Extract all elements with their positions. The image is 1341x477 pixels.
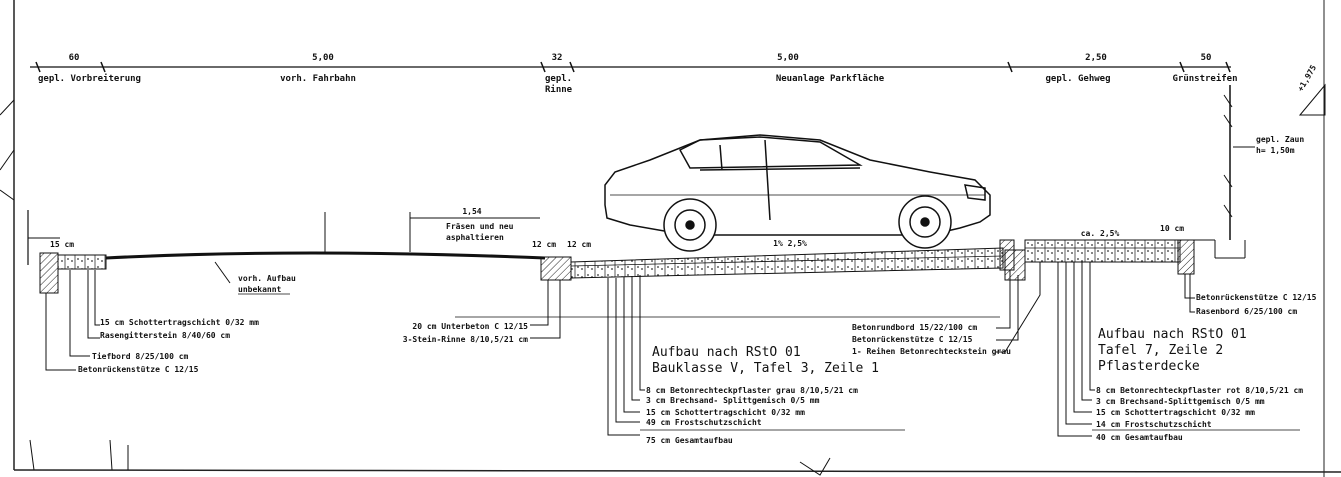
dim-value-gehweg: 2,50 bbox=[1085, 53, 1107, 63]
left-curb: 15 cm bbox=[27, 210, 107, 294]
middle-curb-notes: Betonrundbord 15/22/100 cm Betonrückenst… bbox=[852, 262, 1041, 356]
left-note-4: Betonrückenstütze C 12/15 bbox=[78, 365, 199, 374]
left-note-3: Tiefbord 8/25/100 cm bbox=[92, 351, 189, 361]
dim-label-vorbreiterung: gepl. Vorbreiterung bbox=[38, 73, 141, 84]
walk-buildup: Aufbau nach RStO 01 Tafel 7, Zeile 2 Pfl… bbox=[1057, 262, 1303, 442]
park-build-title-1: Aufbau nach RStO 01 bbox=[652, 345, 801, 360]
walk-layer-1: 8 cm Betonrechteckpflaster rot 8/10,5/21… bbox=[1096, 386, 1303, 395]
walk-build-title-2: Tafel 7, Zeile 2 bbox=[1098, 343, 1223, 358]
dim-label-gruenstreifen: Grünstreifen bbox=[1172, 73, 1237, 84]
walk-build-title-3: Pflasterdecke bbox=[1098, 359, 1200, 374]
middle-curb-note-1: Betonrundbord 15/22/100 cm bbox=[852, 323, 977, 332]
left-notes: 15 cm Schottertragschicht 0/32 mm Raseng… bbox=[45, 270, 259, 374]
dim-value-fahrbahn: 5,00 bbox=[312, 53, 334, 63]
fraesen-label-1: Fräsen und neu bbox=[446, 222, 514, 231]
park-layer-3: 15 cm Schottertragschicht 0/32 mm bbox=[646, 407, 805, 417]
middle-curb bbox=[999, 239, 1026, 281]
fence-label-2: h= 1,50m bbox=[1256, 146, 1295, 155]
existing-surface-label-1: vorh. Aufbau bbox=[238, 274, 296, 283]
park-layer-4: 49 cm Frostschutzschicht bbox=[646, 417, 762, 427]
dim-value-rinne: 32 bbox=[552, 53, 563, 63]
top-dimension-line: 60 5,00 32 5,00 2,50 50 gepl. Vorbreiter… bbox=[30, 53, 1238, 95]
right-curb-note-1: Betonrückenstütze C 12/15 bbox=[1196, 293, 1317, 302]
walk-layer-2: 3 cm Brechsand-Splittgemisch 0/5 mm bbox=[1096, 396, 1265, 406]
dim-left-curb: 15 cm bbox=[50, 240, 74, 249]
existing-road: vorh. Aufbau unbekannt bbox=[105, 212, 546, 295]
dim-label-parkflaeche: Neuanlage Parkfläche bbox=[776, 74, 885, 84]
park-layer-5: 75 cm Gesamtaufbau bbox=[646, 436, 733, 445]
dim-label-fahrbahn: vorh. Fahrbahn bbox=[280, 74, 356, 84]
walk-layer-4: 14 cm Frostschutzschicht bbox=[1096, 419, 1212, 429]
existing-surface-label-2: unbekannt bbox=[238, 285, 282, 294]
middle-curb-note-3: 1- Reihen Betonrechteckstein grau bbox=[852, 346, 1011, 356]
fraesen-label-2: asphaltieren bbox=[446, 232, 504, 242]
dim-value-vorbreiterung: 60 bbox=[69, 53, 80, 63]
right-curb bbox=[1177, 239, 1246, 275]
dim-walk-curb: 10 cm bbox=[1160, 224, 1184, 233]
fraesen-dimension: 1,54 Fräsen und neu asphaltieren bbox=[409, 207, 540, 252]
walk-slope: ca. 2,5% bbox=[1081, 229, 1120, 238]
fence: gepl. Zaun h= 1,50m +1,975 bbox=[1223, 63, 1326, 240]
corner-mark: +1,975 bbox=[1296, 63, 1318, 93]
dim-label-gehweg: gepl. Gehweg bbox=[1045, 74, 1110, 84]
walk-layer-5: 40 cm Gesamtaufbau bbox=[1096, 433, 1183, 442]
car-illustration bbox=[604, 134, 991, 252]
walk-layer-3: 15 cm Schottertragschicht 0/32 mm bbox=[1096, 407, 1255, 417]
right-curb-notes: Betonrückenstütze C 12/15 Rasenbord 6/25… bbox=[1184, 274, 1317, 316]
right-curb-note-2: Rasenbord 6/25/100 cm bbox=[1196, 307, 1297, 316]
left-note-1: 15 cm Schottertragschicht 0/32 mm bbox=[100, 317, 259, 327]
rinne-notes: 20 cm Unterbeton C 12/15 3-Stein-Rinne 8… bbox=[403, 280, 1000, 344]
dim-value-parkflaeche: 5,00 bbox=[777, 53, 799, 63]
rinne-note-2: 3-Stein-Rinne 8/10,5/21 cm bbox=[403, 334, 528, 344]
fence-label-1: gepl. Zaun bbox=[1256, 135, 1304, 144]
park-layer-2: 3 cm Brechsand- Splittgemisch 0/5 mm bbox=[646, 395, 820, 405]
dim-label-rinne-1: gepl. bbox=[545, 74, 572, 84]
walkway: ca. 2,5% 10 cm bbox=[1024, 224, 1184, 263]
rinne-note-1: 20 cm Unterbeton C 12/15 bbox=[412, 322, 528, 331]
left-note-2: Rasengitterstein 8/40/60 cm bbox=[100, 330, 230, 340]
dim-rinne-left: 12 cm bbox=[532, 240, 556, 249]
dim-label-rinne-2: Rinne bbox=[545, 84, 573, 95]
parking-buildup: Aufbau nach RStO 01 Bauklasse V, Tafel 3… bbox=[607, 275, 905, 445]
park-slope: 1% 2,5% bbox=[773, 239, 807, 248]
dim-value-gruenstreifen: 50 bbox=[1201, 53, 1212, 63]
walk-build-title-1: Aufbau nach RStO 01 bbox=[1098, 327, 1247, 342]
dim-rinne-right: 12 cm bbox=[567, 240, 591, 249]
fraesen-width: 1,54 bbox=[462, 207, 481, 216]
park-build-title-2: Bauklasse V, Tafel 3, Zeile 1 bbox=[652, 361, 879, 376]
park-layer-1: 8 cm Betonrechteckpflaster grau 8/10,5/2… bbox=[646, 386, 858, 395]
middle-curb-note-2: Betonrückenstütze C 12/15 bbox=[852, 335, 973, 344]
